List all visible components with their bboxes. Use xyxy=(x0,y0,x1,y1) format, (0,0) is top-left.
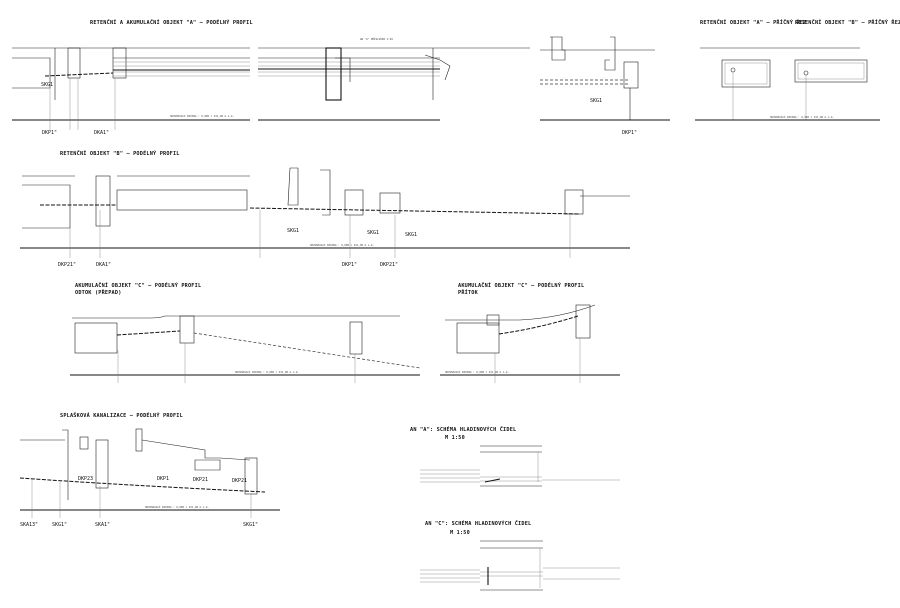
label-dkp21-s1: DKP21 xyxy=(193,477,208,483)
datum-b-long: SROVNÁVACÍ ROVINA : 0,000 = 231,00 m n.m… xyxy=(310,242,374,247)
datum-c-in: SROVNÁVACÍ ROVINA : 0,000 = 231,00 m n.m… xyxy=(445,369,509,374)
datum-sewer: SROVNÁVACÍ ROVINA : 0,000 = 231,00 m n.m… xyxy=(145,504,209,509)
label-ska13: SKA13" xyxy=(20,522,38,528)
datum-a-long: SROVNÁVACÍ ROVINA : 0,000 = 231,00 m n.m… xyxy=(170,113,234,118)
drawing-sewer-profile: SPLAŠKOVÁ KANALIZACE – PODÉLNÝ PROFIL DK… xyxy=(19,411,280,528)
label-ska1: SKA1" xyxy=(95,522,110,528)
title-c-out: AKUMULAČNÍ OBJEKT "C" – PODÉLNÝ PROFIL xyxy=(75,281,201,289)
title-an-c: AN "C": SCHÉMA HLADINOVÝCH ČIDEL xyxy=(425,519,531,527)
label-dkp1-b: DKP1" xyxy=(342,262,357,268)
drawing-c-inflow-profile: AKUMULAČNÍ OBJEKT "C" – PODÉLNÝ PROFIL P… xyxy=(440,281,620,383)
label-dkp21-b: DKP21" xyxy=(380,262,398,268)
label-dka1: DKA1" xyxy=(94,130,109,136)
datum-b-cross: SROVNÁVACÍ ROVINA : 0,000 = 231,00 m n.m… xyxy=(770,114,834,119)
label-skg1-s2: SKG1" xyxy=(243,522,258,528)
label-skg1-s: SKG1" xyxy=(52,522,67,528)
label-dkp1: DKP1" xyxy=(42,130,57,136)
label-skg1-b2: SKG1 xyxy=(367,230,379,236)
title-b-long: RETENČNÍ OBJEKT "B" – PODÉLNÝ PROFIL xyxy=(60,149,180,157)
subtitle-c-in: PŘÍTOK xyxy=(458,288,479,296)
label-dkp21-s2: DKP21 xyxy=(232,478,247,484)
label-dkp21: DKP21" xyxy=(58,262,76,268)
datum-c-out: SROVNÁVACÍ ROVINA : 0,000 = 231,00 m n.m… xyxy=(235,369,299,374)
label-skg1-b1: SKG1 xyxy=(287,228,299,234)
label-dka1-b: DKA1" xyxy=(96,262,111,268)
label-skg1-2: SKG1 xyxy=(590,98,602,104)
subtitle-c-out: ODTOK (PŘEPAD) xyxy=(75,289,122,296)
title-a-long: RETENČNÍ A AKUMULAČNÍ OBJEKT "A" – PODÉL… xyxy=(90,18,253,26)
note-a-long: AN "A" PŘÍSLUŠNÍ 1:20 xyxy=(360,36,393,41)
label-skg1: SKG1 xyxy=(41,82,53,88)
scale-an-c: M 1:50 xyxy=(450,530,470,536)
drawing-a-longitudinal-profile: RETENČNÍ A AKUMULAČNÍ OBJEKT "A" – PODÉL… xyxy=(12,18,670,136)
label-dkp23: DKP23 xyxy=(78,476,93,482)
drawing-an-c-sensor-scheme: AN "C": SCHÉMA HLADINOVÝCH ČIDEL M 1:50 xyxy=(420,519,620,591)
label-dkp1-2: DKP1" xyxy=(622,130,637,136)
drawing-cross-sections: RETENČNÍ OBJEKT "A" – PŘÍČNÝ ŘEZ RETENČN… xyxy=(695,18,900,121)
drawing-b-longitudinal-profile: RETENČNÍ OBJEKT "B" – PODÉLNÝ PROFIL DKP… xyxy=(20,149,630,268)
title-c-in: AKUMULAČNÍ OBJEKT "C" – PODÉLNÝ PROFIL xyxy=(458,281,584,289)
label-skg1-b3: SKG1 xyxy=(405,232,417,238)
scale-an-a: M 1:50 xyxy=(445,435,465,441)
title-a-cross: RETENČNÍ OBJEKT "A" – PŘÍČNÝ ŘEZ xyxy=(700,18,806,26)
label-dkp1-s: DKP1 xyxy=(157,476,169,482)
title-an-a: AN "A": SCHÉMA HLADINOVÝCH ČIDEL xyxy=(410,425,516,433)
drawing-c-outflow-profile: AKUMULAČNÍ OBJEKT "C" – PODÉLNÝ PROFIL O… xyxy=(70,281,421,383)
title-sewer: SPLAŠKOVÁ KANALIZACE – PODÉLNÝ PROFIL xyxy=(60,411,183,419)
title-b-cross: RETENČNÍ OBJEKT "B" – PŘÍČNÝ ŘEZ xyxy=(795,18,900,26)
drawing-an-a-sensor-scheme: AN "A": SCHÉMA HLADINOVÝCH ČIDEL M 1:50 xyxy=(410,425,620,487)
